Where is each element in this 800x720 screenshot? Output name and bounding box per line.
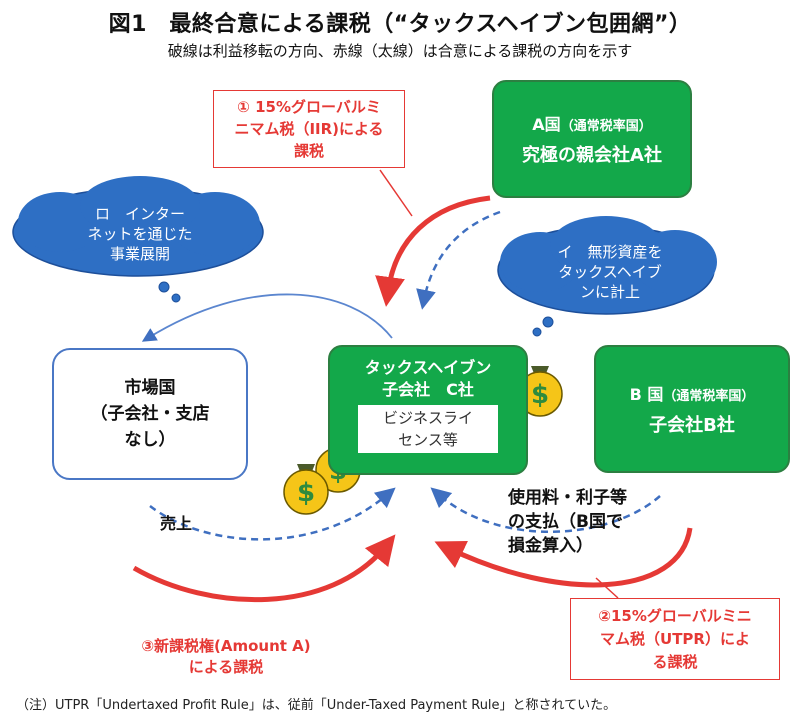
sales-dashed-arrow <box>149 487 396 541</box>
market-country-box: 市場国 （子会社・支店 なし） <box>52 348 248 480</box>
utpr-line3: る課税 <box>652 652 698 671</box>
payment-line1: 使用料・利子等 <box>508 488 627 508</box>
amount-a-red-arrow <box>132 534 396 603</box>
cloud-ro-line2: ネットを通じた <box>87 225 193 243</box>
business-license-line2: センス等 <box>398 431 458 449</box>
payment-line2: の支払（B国で <box>508 512 623 532</box>
cloud-ro-line3: 事業展開 <box>109 245 170 263</box>
country-b-box: B 国（通常税率国） 子会社B社 <box>594 345 790 473</box>
cloud-i-shape <box>497 216 717 337</box>
svg-text:$: $ <box>531 380 549 410</box>
country-b-sub: （通常税率国） <box>663 389 755 404</box>
payment-label: 使用料・利子等 の支払（B国で 損金算入） <box>508 486 627 558</box>
country-a-sub: （通常税率国） <box>560 119 652 134</box>
country-a-label: A国 <box>532 115 561 134</box>
cloud-ro-text: ロ インター ネットを通じた 事業展開 <box>60 204 220 264</box>
iir-tax-box: ① 15%グローバルミ ニマム税（IIR)による 課税 <box>213 90 405 168</box>
cloud-i-line3: ンに計上 <box>579 283 640 301</box>
tax-haven-box: タックスヘイブン 子会社 C社 ビジネスライ センス等 <box>328 345 528 475</box>
iir-connector-line <box>379 169 413 217</box>
amount-a-line2: による課税 <box>188 658 264 676</box>
amount-a-label: ③新課税権(Amount A) による課税 <box>106 636 346 678</box>
sales-label: 売上 <box>160 514 193 533</box>
page-title: 図1 最終合意による課税（“タックスヘイブン包囲網”） <box>108 12 692 37</box>
payment-dashed-arrow <box>430 487 661 534</box>
cloud-i-line2: タックスヘイブ <box>558 263 662 281</box>
market-line1: 市場国 <box>124 378 176 398</box>
amount-a-line1: ③新課税権(Amount A) <box>141 637 311 655</box>
utpr-connector-line <box>595 577 619 599</box>
utpr-tax-box: ②15%グローバルミニ マム税（UTPR）によ る課税 <box>570 598 780 680</box>
utpr-red-arrow <box>434 527 693 588</box>
iir-red-arrow <box>375 195 491 307</box>
country-b-label: B 国 <box>629 385 664 404</box>
utpr-line1: ②15%グローバルミニ <box>598 606 752 625</box>
utpr-line2: マム税（UTPR）によ <box>600 629 750 648</box>
cloud-ro-shape <box>12 176 264 303</box>
tax-haven-line1: タックスヘイブン <box>364 358 492 377</box>
profit-shift-a-arrow <box>416 210 501 310</box>
country-a-box: A国（通常税率国） 究極の親会社A社 <box>492 80 692 198</box>
svg-text:$: $ <box>297 478 315 508</box>
business-license-box: ビジネスライ センス等 <box>358 405 498 453</box>
iir-line1: ① 15%グローバルミ <box>237 98 381 116</box>
business-license-line1: ビジネスライ <box>382 409 473 427</box>
market-line2: （子会社・支店 <box>90 404 210 424</box>
cloud-i-text: イ 無形資産を タックスヘイブ ンに計上 <box>530 242 690 302</box>
footnote: （注）UTPR「Undertaxed Profit Rule」は、従前「Unde… <box>16 698 617 713</box>
country-a-company: 究極の親会社A社 <box>522 145 662 166</box>
cloud-ro-line1: ロ インター <box>94 205 185 223</box>
tax-haven-line2: 子会社 C社 <box>382 380 474 399</box>
payment-line3: 損金算入） <box>508 536 593 556</box>
country-b-company: 子会社B社 <box>649 415 735 436</box>
market-line3: なし） <box>124 430 176 450</box>
iir-line3: 課税 <box>293 142 324 160</box>
cloud-i-line1: イ 無形資産を <box>557 243 663 261</box>
money-bag-icon: $ <box>283 464 329 515</box>
internet-business-arrow <box>141 293 393 342</box>
iir-line2: ニマム税（IIR)による <box>234 120 384 138</box>
page-subtitle: 破線は利益移転の方向、赤線（太線）は合意による課税の方向を示す <box>167 42 633 60</box>
